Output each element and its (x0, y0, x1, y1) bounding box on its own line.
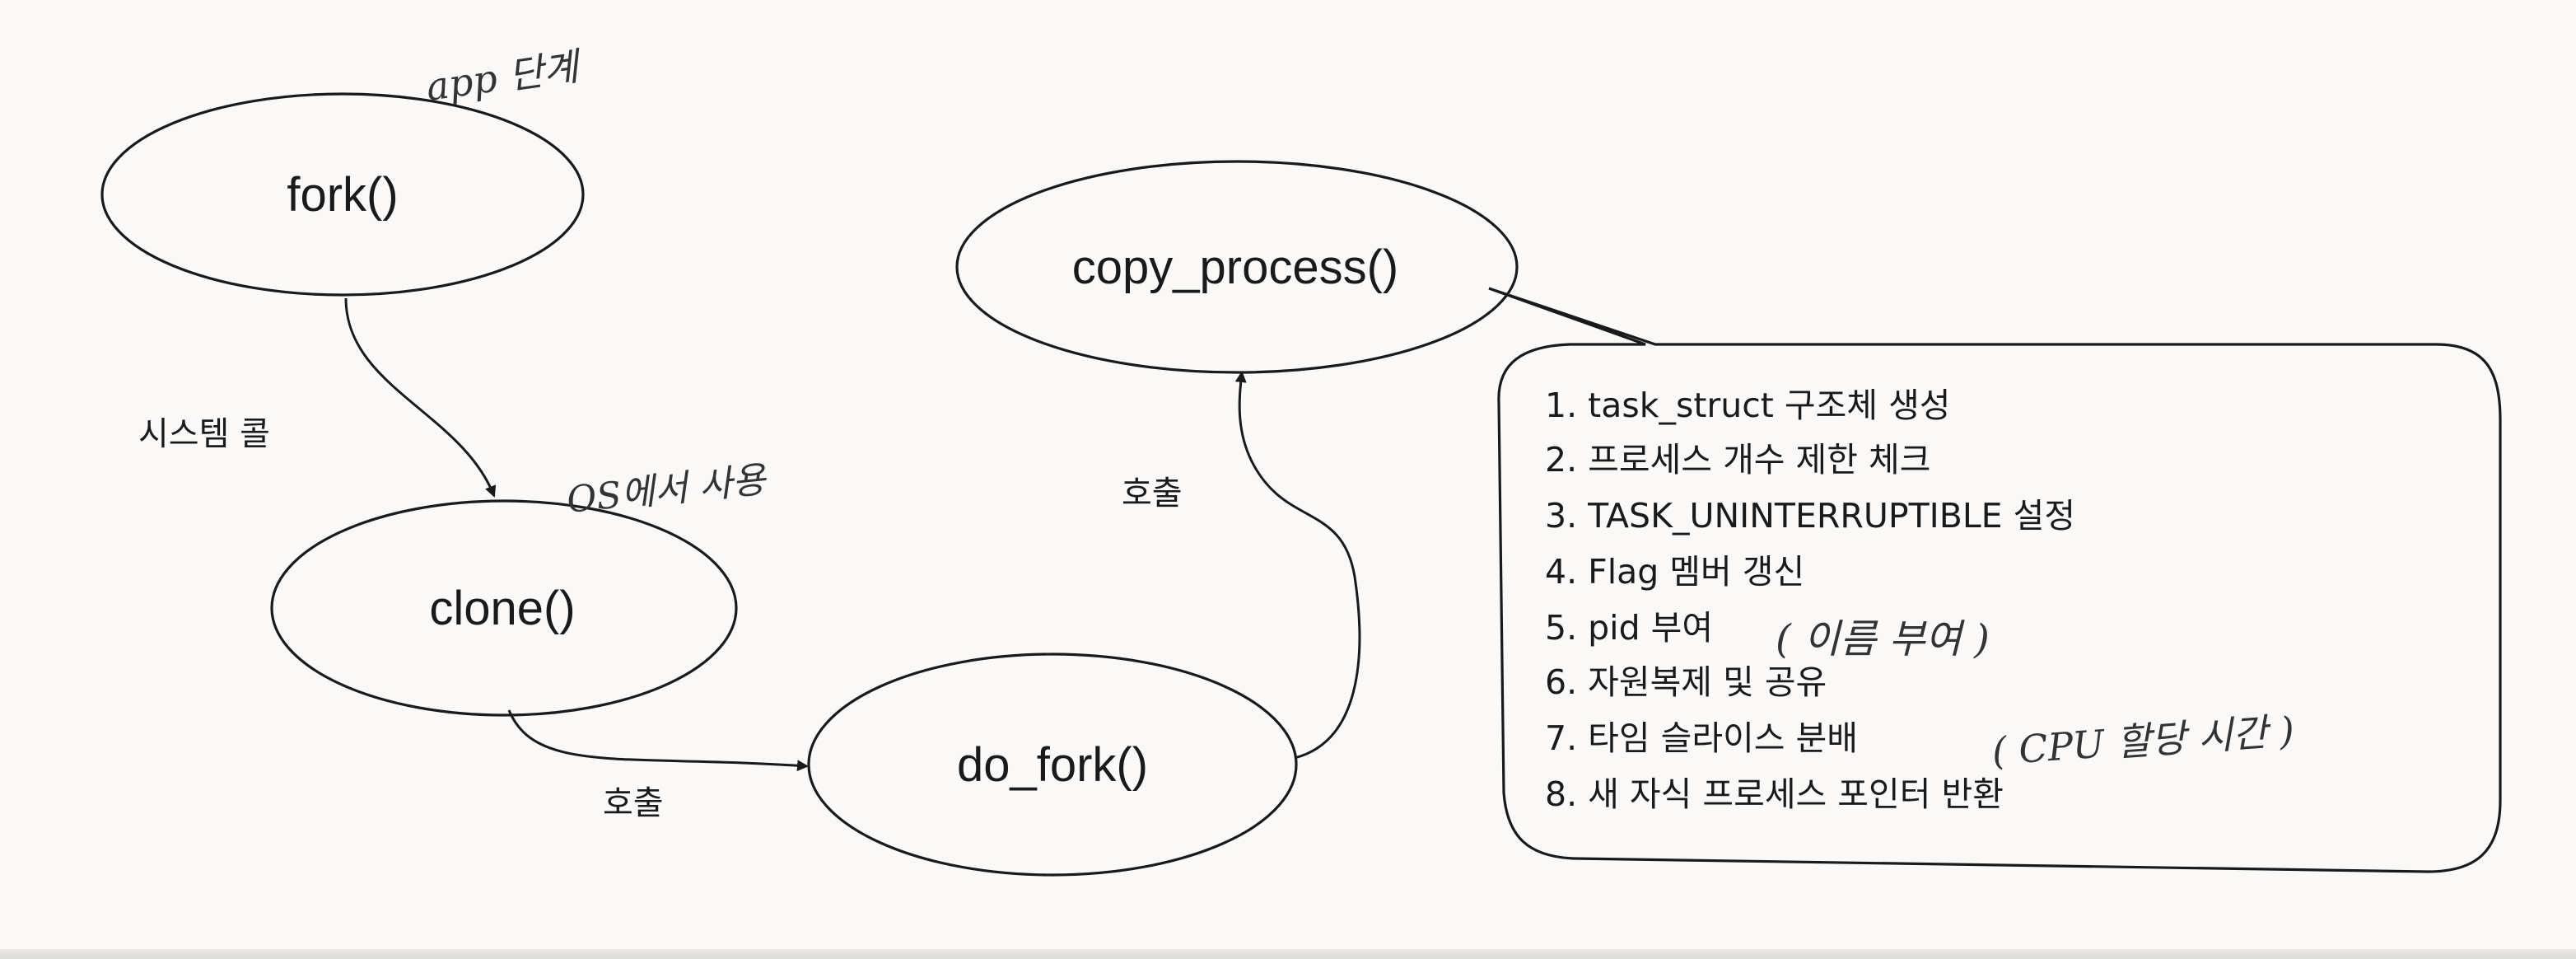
clone-node-label: clone() (429, 582, 575, 635)
callout-item-2: 2. 프로세스 개수 제한 체크 (1545, 440, 1930, 480)
clone-node: clone() (270, 499, 738, 717)
edge-label-syscall: 시스템 콜 (138, 415, 270, 453)
callout-item-8: 8. 새 자식 프로세스 포인터 반환 (1545, 774, 2004, 814)
edge-label-call-2: 호출 (1122, 475, 1183, 512)
fork-node-ellipse (100, 92, 585, 297)
callout-bubble (1488, 287, 2502, 873)
handwritten-os-note: OS에서 사용 (565, 459, 770, 522)
callout-item-5: 5. pid 부여 (1545, 608, 1713, 648)
handwritten-pid-note: ( 이름 부여 ) (1776, 616, 1990, 662)
do-fork-node-ellipse (807, 653, 1298, 877)
callout-item-4: 4. Flag 멤버 갱신 (1545, 552, 1804, 592)
callout-item-1: 1. task_struct 구조체 생성 (1545, 386, 1951, 425)
edge-clone-to-do-fork (507, 709, 809, 772)
edge-label-call-1: 호출 (603, 784, 664, 822)
do-fork-node-label: do_fork() (957, 738, 1148, 792)
clone-node-ellipse (270, 499, 738, 717)
callout-list: 1. task_struct 구조체 생성 2. 프로세스 개수 제한 체크 3… (1545, 386, 2075, 814)
do-fork-node: do_fork() (807, 653, 1298, 877)
callout-item-3: 3. TASK_UNINTERRUPTIBLE 설정 (1545, 496, 2075, 536)
copy-process-node-label: copy_process() (1072, 241, 1398, 294)
callout-item-6: 6. 자원복제 및 공유 (1545, 662, 1827, 702)
callout-item-7: 7. 타임 슬라이스 분배 (1545, 718, 1858, 758)
page-bottom-edge (0, 949, 2576, 959)
handwritten-time-note: ( CPU 할당 시간 ) (1990, 708, 2296, 774)
copy-process-node: copy_process() (955, 160, 1519, 374)
handwritten-app-note: app 단계 (423, 44, 586, 110)
fork-node: fork() (100, 92, 585, 297)
edge-fork-to-clone (344, 297, 497, 498)
edge-do-fork-to-copy-process (1234, 371, 1361, 760)
fork-node-label: fork() (287, 168, 398, 222)
